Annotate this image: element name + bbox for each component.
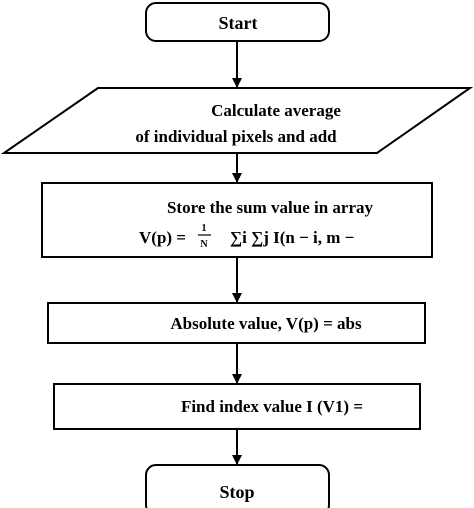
input-parallelogram xyxy=(0,87,474,154)
stop-terminal xyxy=(145,464,330,508)
stop-label: Stop xyxy=(219,482,254,502)
store-process-box xyxy=(41,182,433,258)
absolute-label: Absolute value, V(p) = abs xyxy=(170,314,362,333)
formula-fraction-numerator: 1 xyxy=(202,223,207,234)
input-label-line2: of individual pixels and add xyxy=(135,127,337,146)
find-label: Find index value I (V1) = xyxy=(181,397,363,416)
start-label: Start xyxy=(219,13,258,33)
find-process-box xyxy=(53,383,421,430)
formula-lhs: V(p) = xyxy=(139,228,186,247)
formula-rhs: ∑i ∑j I(n − i, m − xyxy=(230,228,354,247)
formula-fraction-denominator: N xyxy=(200,239,208,250)
store-label: Store the sum value in array xyxy=(167,198,374,217)
input-label-line1: Calculate average xyxy=(211,101,341,120)
